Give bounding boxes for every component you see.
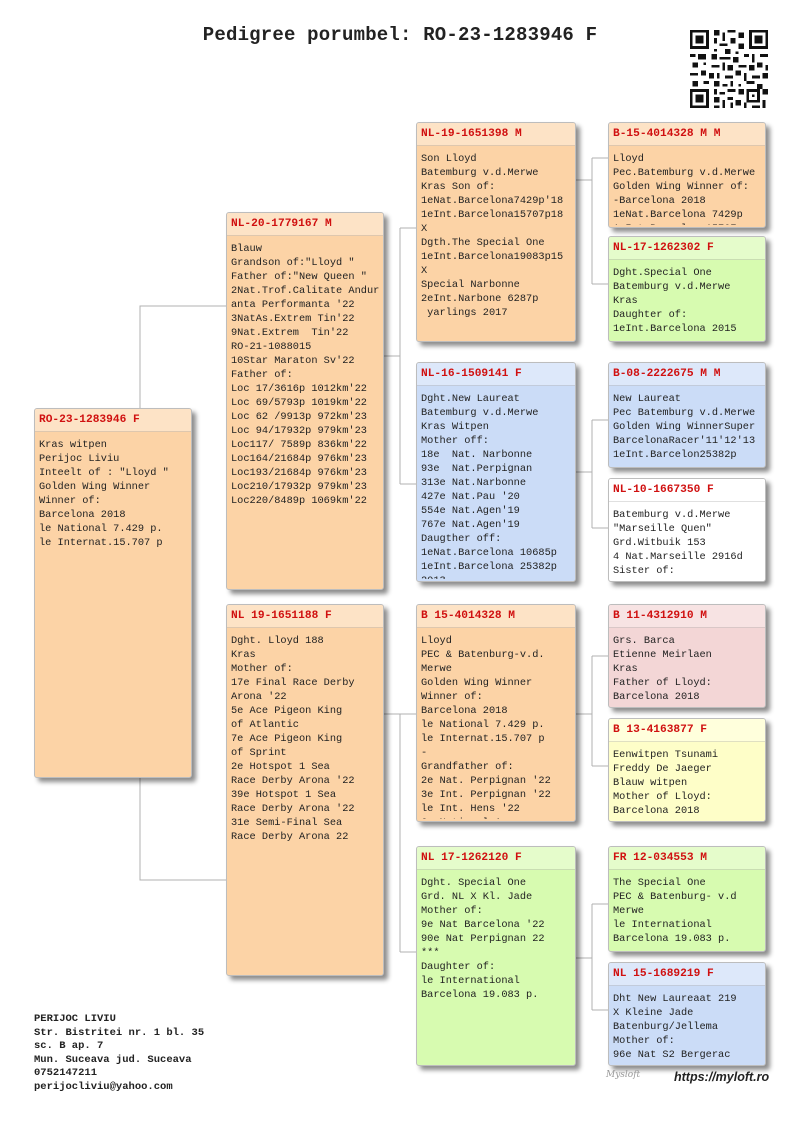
card-header: NL 15-1689219 F <box>609 963 765 986</box>
pigeon-details: The Special One PEC & Batenburg- v.d Mer… <box>613 877 737 949</box>
ring-number: NL-19-1651398 M <box>421 128 522 140</box>
ring-number: B-08-2222675 M M <box>613 368 721 380</box>
ring-number: NL-20-1779167 M <box>231 218 332 230</box>
sire-dam-dam-card[interactable]: NL-10-1667350 F Batemburg v.d.Merwe "Mar… <box>608 478 766 582</box>
pigeon-details: Son Lloyd Batemburg v.d.Merwe Kras Son o… <box>421 153 564 319</box>
ring-number: RO-23-1283946 F <box>39 414 140 426</box>
pigeon-details: New Laureat Pec Batemburg v.d.Merwe Gold… <box>613 393 756 461</box>
dam-dam-card[interactable]: NL 17-1262120 F Dght. Special One Grd. N… <box>416 846 576 1066</box>
card-header: NL-20-1779167 M <box>227 213 383 236</box>
ring-number: NL-16-1509141 F <box>421 368 522 380</box>
owner-contact: PERIJOC LIVIU Str. Bistritei nr. 1 bl. 3… <box>34 1013 205 1093</box>
card-header: NL-19-1651398 M <box>417 123 575 146</box>
dam-dam-sire-card[interactable]: FR 12-034553 M The Special One PEC & Bat… <box>608 846 766 952</box>
pigeon-details: Dht New Laureaat 219 X Kleine Jade Baten… <box>613 993 737 1061</box>
card-header: NL-10-1667350 F <box>609 479 765 502</box>
ring-number: NL-10-1667350 F <box>613 484 714 496</box>
pigeon-details: Dght.Special One Batemburg v.d.Merwe Kra… <box>613 267 737 335</box>
pigeon-details: Blauw Grandson of:"Lloyd " Father of:"Ne… <box>231 243 380 507</box>
card-header: NL-16-1509141 F <box>417 363 575 386</box>
ring-number: B 15-4014328 M <box>421 610 515 622</box>
pigeon-details: Lloyd PEC & Batenburg-v.d. Merwe Golden … <box>421 635 551 819</box>
page-title: Pedigree porumbel: RO-23-1283946 F <box>202 24 598 46</box>
qr-code-icon <box>690 30 768 108</box>
card-header: FR 12-034553 M <box>609 847 765 870</box>
ring-number: B 13-4163877 F <box>613 724 707 736</box>
pigeon-details: Lloyd Pec.Batemburg v.d.Merwe Golden Win… <box>613 153 756 225</box>
card-header: B 11-4312910 M <box>609 605 765 628</box>
ring-number: NL 17-1262120 F <box>421 852 522 864</box>
ring-number: B 11-4312910 M <box>613 610 707 622</box>
card-header: B 15-4014328 M <box>417 605 575 628</box>
signature: Mysloft <box>606 1070 641 1080</box>
card-header: NL-17-1262302 F <box>609 237 765 260</box>
dam-sire-dam-card[interactable]: B 13-4163877 F Eenwitpen Tsunami Freddy … <box>608 718 766 822</box>
sire-sire-sire-card[interactable]: B-15-4014328 M M Lloyd Pec.Batemburg v.d… <box>608 122 766 228</box>
website-link[interactable]: https://myloft.ro <box>674 1070 770 1084</box>
ring-number: NL 15-1689219 F <box>613 968 714 980</box>
card-header: B 13-4163877 F <box>609 719 765 742</box>
dam-card[interactable]: NL 19-1651188 F Dght. Lloyd 188 Kras Mot… <box>226 604 384 976</box>
dam-sire-sire-card[interactable]: B 11-4312910 M Grs. Barca Etienne Meirla… <box>608 604 766 708</box>
pigeon-details: Batemburg v.d.Merwe "Marseille Quen" Grd… <box>613 509 743 577</box>
card-header: RO-23-1283946 F <box>35 409 191 432</box>
pigeon-details: Dght. Lloyd 188 Kras Mother of: 17e Fina… <box>231 635 355 843</box>
card-header: B-08-2222675 M M <box>609 363 765 386</box>
sire-sire-card[interactable]: NL-19-1651398 M Son Lloyd Batemburg v.d.… <box>416 122 576 342</box>
ring-number: FR 12-034553 M <box>613 852 707 864</box>
dam-sire-card[interactable]: B 15-4014328 M Lloyd PEC & Batenburg-v.d… <box>416 604 576 822</box>
pigeon-details: Dght. Special One Grd. NL X Kl. Jade Mot… <box>421 877 545 1001</box>
ring-number: NL-17-1262302 F <box>613 242 714 254</box>
ring-number: NL 19-1651188 F <box>231 610 332 622</box>
pigeon-details: Kras witpen Perijoc Liviu Inteelt of : "… <box>39 439 169 549</box>
dam-dam-dam-card[interactable]: NL 15-1689219 F Dht New Laureaat 219 X K… <box>608 962 766 1066</box>
sire-card[interactable]: NL-20-1779167 M Blauw Grandson of:"Lloyd… <box>226 212 384 590</box>
sire-sire-dam-card[interactable]: NL-17-1262302 F Dght.Special One Batembu… <box>608 236 766 342</box>
card-header: NL 19-1651188 F <box>227 605 383 628</box>
pigeon-details: Eenwitpen Tsunami Freddy De Jaeger Blauw… <box>613 749 719 817</box>
card-header: NL 17-1262120 F <box>417 847 575 870</box>
card-header: B-15-4014328 M M <box>609 123 765 146</box>
pigeon-details: Dght.New Laureat Batemburg v.d.Merwe Kra… <box>421 393 557 579</box>
subject-pigeon-card[interactable]: RO-23-1283946 F Kras witpen Perijoc Livi… <box>34 408 192 778</box>
pigeon-details: Grs. Barca Etienne Meirlaen Kras Father … <box>613 635 712 703</box>
sire-dam-card[interactable]: NL-16-1509141 F Dght.New Laureat Batembu… <box>416 362 576 582</box>
sire-dam-sire-card[interactable]: B-08-2222675 M M New Laureat Pec Batembu… <box>608 362 766 468</box>
ring-number: B-15-4014328 M M <box>613 128 721 140</box>
